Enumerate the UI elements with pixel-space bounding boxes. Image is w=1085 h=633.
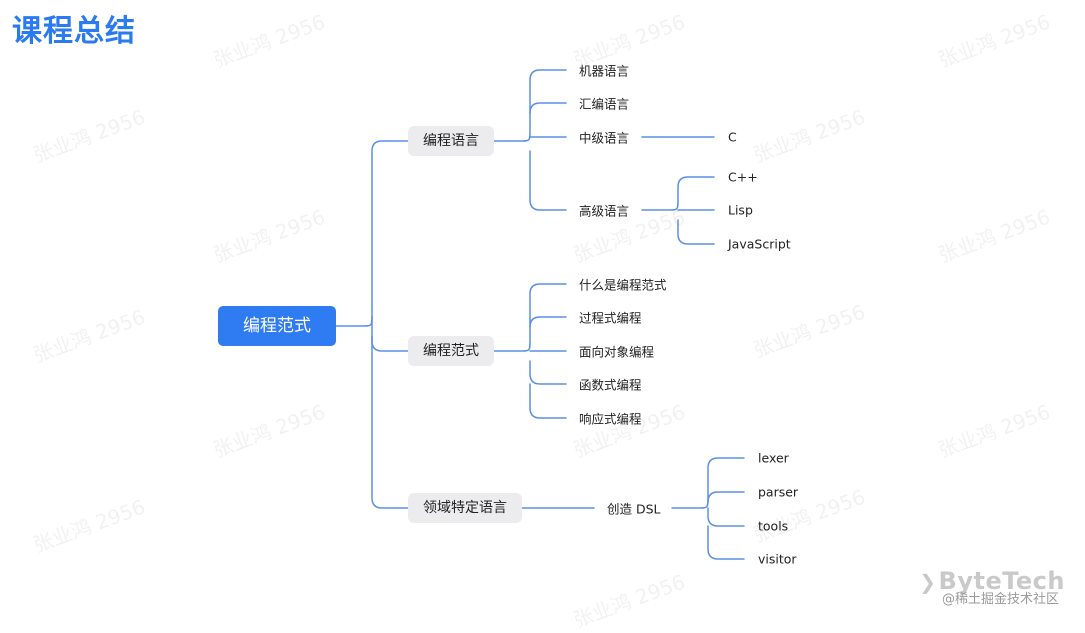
- node-machine-language[interactable]: 机器语言: [579, 63, 630, 79]
- slide-title: 课程总结: [12, 14, 136, 49]
- node-create-dsl[interactable]: 创造 DSL: [607, 501, 661, 517]
- node-mid-level-language[interactable]: 中级语言: [579, 130, 630, 146]
- node-parser[interactable]: parser: [758, 484, 799, 500]
- brand-mark-icon: ❯: [919, 570, 937, 594]
- node-lisp[interactable]: Lisp: [728, 202, 753, 218]
- node-procedural[interactable]: 过程式编程: [579, 310, 642, 326]
- community-credit: @稀土掘金技术社区: [941, 592, 1059, 607]
- node-tools[interactable]: tools: [758, 518, 789, 534]
- brand-logo: ❯ByteTech: [919, 567, 1065, 595]
- node-what-is-paradigm[interactable]: 什么是编程范式: [579, 277, 667, 293]
- node-cpp[interactable]: C++: [728, 169, 758, 185]
- node-reactive[interactable]: 响应式编程: [579, 411, 642, 427]
- root-node[interactable]: 编程范式: [218, 306, 336, 346]
- node-javascript[interactable]: JavaScript: [728, 236, 791, 252]
- branch-programming-paradigms[interactable]: 编程范式: [408, 336, 494, 366]
- branch-programming-languages[interactable]: 编程语言: [408, 126, 494, 156]
- node-visitor[interactable]: visitor: [758, 551, 797, 567]
- node-assembly-language[interactable]: 汇编语言: [579, 96, 630, 112]
- node-lexer[interactable]: lexer: [758, 450, 789, 466]
- connector-lines: [335, 69, 745, 560]
- brand-name: ByteTech: [938, 567, 1065, 595]
- branch-domain-specific-languages[interactable]: 领域特定语言: [408, 493, 522, 523]
- node-functional[interactable]: 函数式编程: [579, 377, 642, 393]
- node-object-oriented[interactable]: 面向对象编程: [579, 344, 655, 360]
- node-c[interactable]: C: [728, 129, 737, 145]
- node-high-level-language[interactable]: 高级语言: [579, 203, 630, 219]
